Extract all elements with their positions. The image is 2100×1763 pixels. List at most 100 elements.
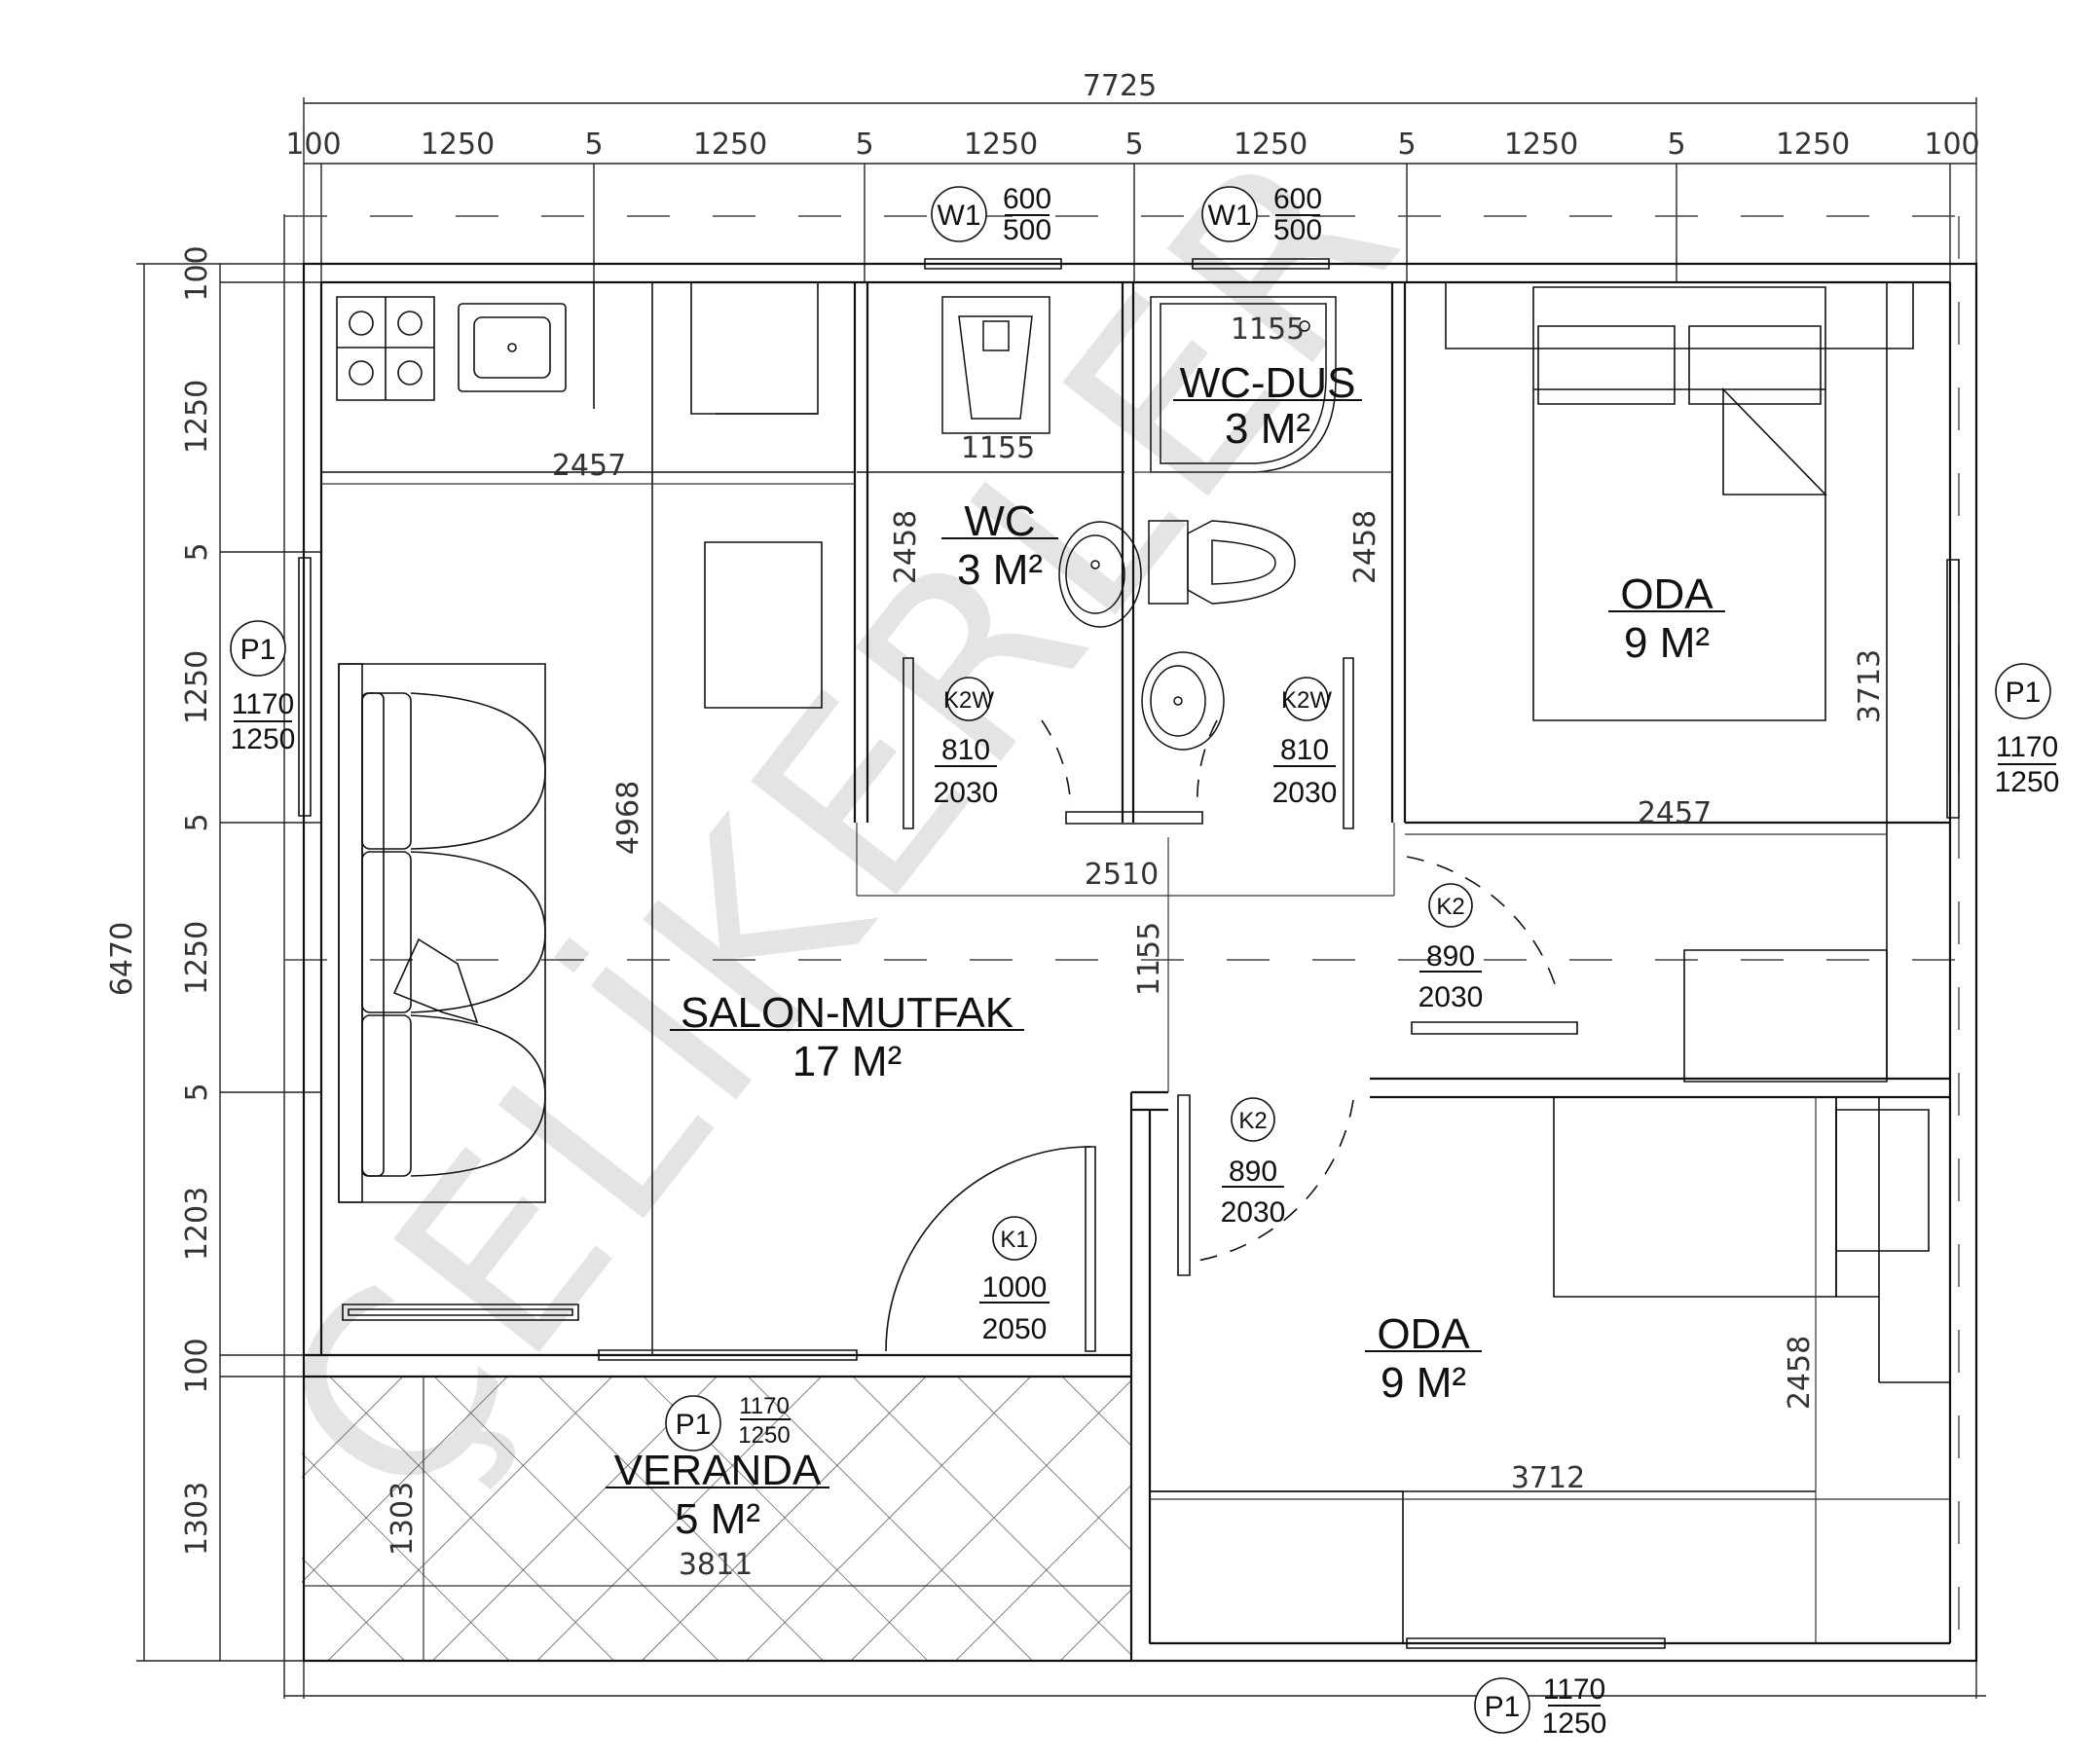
svg-text:1155: 1155 xyxy=(961,431,1035,465)
window-p1-right xyxy=(1947,560,1959,818)
svg-text:890: 890 xyxy=(1229,1156,1277,1188)
svg-text:P1: P1 xyxy=(2006,677,2042,709)
svg-text:500: 500 xyxy=(1273,214,1322,246)
living-furniture xyxy=(339,542,822,1320)
window-frames xyxy=(299,259,1959,1648)
svg-text:600: 600 xyxy=(1003,183,1051,215)
svg-text:2458: 2458 xyxy=(1783,1336,1817,1410)
svg-text:2510: 2510 xyxy=(1085,858,1159,892)
svg-text:SALON-MUTFAK: SALON-MUTFAK xyxy=(681,989,1013,1037)
svg-text:2050: 2050 xyxy=(982,1313,1048,1345)
room-oda-1: ODA 9 M² xyxy=(1608,570,1725,667)
svg-text:W1: W1 xyxy=(1208,200,1252,232)
svg-text:810: 810 xyxy=(1280,734,1329,766)
svg-text:1170: 1170 xyxy=(1543,1673,1606,1706)
svg-text:WC: WC xyxy=(964,497,1035,545)
svg-text:1250: 1250 xyxy=(1542,1708,1607,1740)
svg-text:2030: 2030 xyxy=(1418,981,1484,1013)
svg-text:2458: 2458 xyxy=(889,510,923,584)
fridge-icon xyxy=(691,282,818,414)
cushion-icon xyxy=(394,939,477,1022)
tag-p1-veranda: P1 1170 1250 xyxy=(666,1393,791,1451)
bedroom2-furniture xyxy=(1150,950,1950,1643)
room-salon-mutfak: SALON-MUTFAK 17 M² xyxy=(670,989,1024,1085)
washbasin-icon xyxy=(1058,521,1142,628)
svg-text:5: 5 xyxy=(584,128,603,162)
svg-text:1155: 1155 xyxy=(1231,312,1305,347)
svg-text:1250: 1250 xyxy=(180,650,214,724)
overall-height-label: 6470 xyxy=(105,922,139,996)
svg-text:5: 5 xyxy=(1397,128,1416,162)
svg-text:5: 5 xyxy=(855,128,873,162)
room-veranda: VERANDA 5 M² xyxy=(606,1447,829,1543)
svg-text:K1: K1 xyxy=(1000,1227,1028,1253)
svg-text:2458: 2458 xyxy=(1348,510,1382,584)
svg-text:1303: 1303 xyxy=(386,1482,420,1556)
svg-text:100: 100 xyxy=(285,128,341,162)
svg-text:9 M²: 9 M² xyxy=(1624,619,1710,667)
window-w1b xyxy=(1193,259,1329,269)
tag-k2-oda2: K2 890 2030 xyxy=(1221,1098,1286,1229)
door-k2w-wc xyxy=(903,658,913,828)
svg-text:4968: 4968 xyxy=(611,781,645,855)
svg-text:1250: 1250 xyxy=(964,128,1038,162)
tag-w1-b: W1 600 500 xyxy=(1202,183,1322,246)
svg-text:3712: 3712 xyxy=(1511,1461,1585,1495)
sink-icon xyxy=(459,304,566,391)
inner-dimension-lines xyxy=(304,472,1950,1661)
svg-text:5: 5 xyxy=(180,813,214,831)
bedroom1-furniture xyxy=(1446,282,1913,1079)
svg-text:K2: K2 xyxy=(1238,1108,1267,1134)
top-chain-dims: 100 1250 5 1250 5 1250 5 1250 5 1250 5 1… xyxy=(285,128,1979,162)
svg-text:3811: 3811 xyxy=(679,1548,753,1582)
svg-text:1250: 1250 xyxy=(180,921,214,995)
svg-text:810: 810 xyxy=(941,734,990,766)
tv-unit-icon xyxy=(343,1304,578,1320)
svg-text:1250: 1250 xyxy=(1504,128,1578,162)
svg-text:1250: 1250 xyxy=(693,128,767,162)
svg-text:5: 5 xyxy=(1124,128,1143,162)
svg-text:1000: 1000 xyxy=(982,1271,1048,1304)
svg-text:1250: 1250 xyxy=(738,1422,790,1449)
inner-dims: 2457 4968 1155 1155 2458 2458 2510 1155 … xyxy=(386,312,1887,1582)
wardrobe-icon xyxy=(1684,950,1887,1082)
tag-k2-oda1: K2 890 2030 xyxy=(1418,884,1484,1013)
tag-p1-right: P1 1170 1250 xyxy=(1995,664,2059,798)
svg-text:1155: 1155 xyxy=(1132,922,1166,996)
bed-icon xyxy=(1533,287,1825,720)
svg-text:1250: 1250 xyxy=(421,128,495,162)
desk-icon xyxy=(1150,1491,1403,1643)
tag-k2w-dus: K2W 810 2030 xyxy=(1272,678,1337,809)
doors xyxy=(886,658,1577,1351)
svg-text:ODA: ODA xyxy=(1377,1310,1470,1358)
svg-text:5: 5 xyxy=(180,1083,214,1101)
tag-k1-entry: K1 1000 2050 xyxy=(979,1217,1050,1345)
svg-text:K2: K2 xyxy=(1436,894,1464,920)
svg-text:1250: 1250 xyxy=(231,723,296,755)
svg-text:500: 500 xyxy=(1003,214,1051,246)
grid-lines xyxy=(284,216,1986,1655)
svg-text:2030: 2030 xyxy=(1221,1196,1286,1229)
svg-text:100: 100 xyxy=(180,245,214,301)
svg-text:3 M²: 3 M² xyxy=(957,546,1043,594)
window-p1-left xyxy=(299,558,311,816)
svg-text:100: 100 xyxy=(1924,128,1979,162)
room-wc-dus: WC-DUS 3 M² xyxy=(1173,359,1362,453)
overall-width: 7725 xyxy=(1083,69,1157,103)
svg-text:K2W: K2W xyxy=(943,687,994,714)
svg-text:1250: 1250 xyxy=(1234,128,1308,162)
table-icon xyxy=(705,542,822,708)
svg-text:1170: 1170 xyxy=(739,1393,790,1419)
svg-text:3 M²: 3 M² xyxy=(1225,405,1310,453)
svg-text:2457: 2457 xyxy=(1638,796,1712,830)
tag-p1-bottom: P1 1170 1250 xyxy=(1475,1673,1606,1740)
tag-p1-left: P1 1170 1250 xyxy=(231,621,296,755)
svg-text:100: 100 xyxy=(180,1338,214,1393)
svg-text:1250: 1250 xyxy=(1776,128,1850,162)
door-k2-oda1 xyxy=(1412,1022,1577,1034)
svg-text:3713: 3713 xyxy=(1853,649,1887,723)
svg-text:9 M²: 9 M² xyxy=(1381,1359,1466,1407)
svg-text:5: 5 xyxy=(1667,128,1685,162)
svg-text:17 M²: 17 M² xyxy=(792,1038,902,1085)
